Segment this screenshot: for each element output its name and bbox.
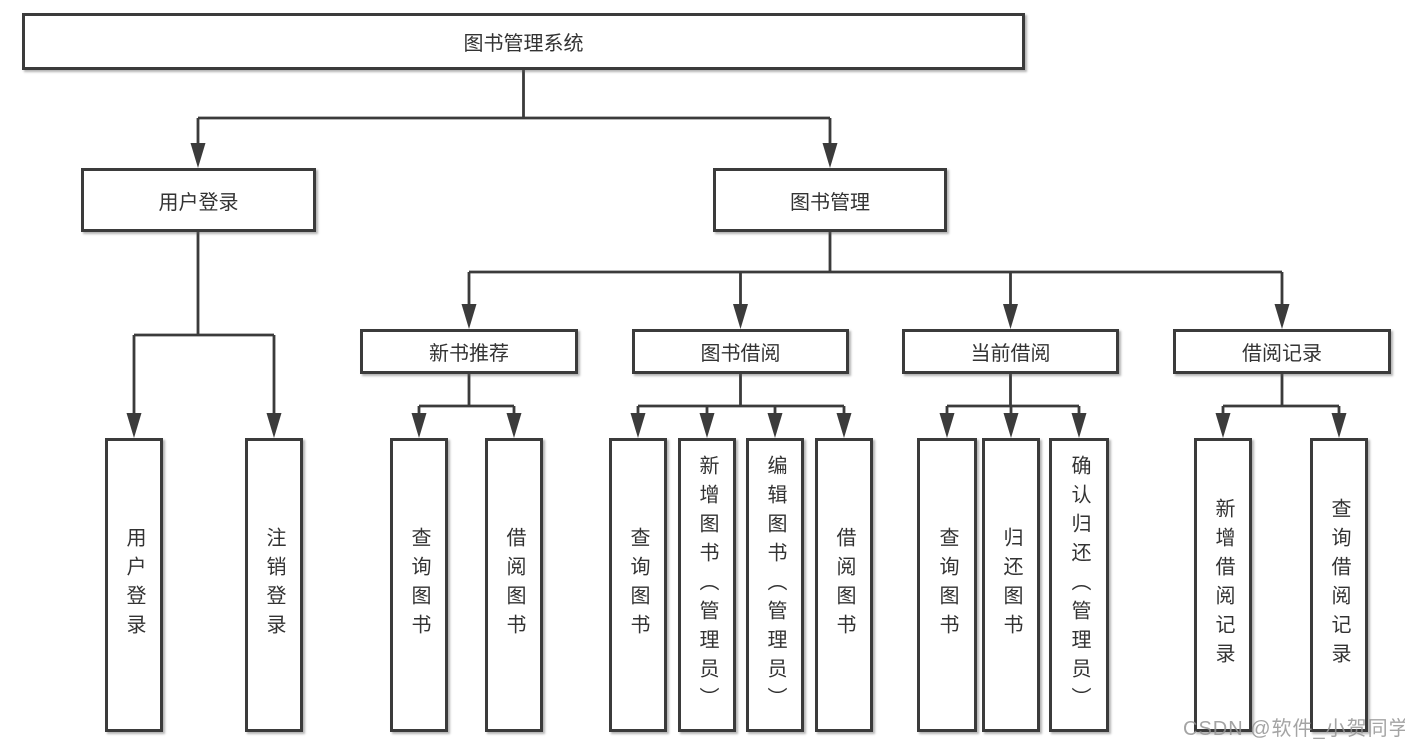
leaf-confirm-return-admin-label: 确认归还（管理员） bbox=[1068, 454, 1090, 716]
leaf-edit-book-admin-label: 编辑图书（管理员） bbox=[764, 454, 786, 716]
connector-bookborrow-to-leaves bbox=[630, 374, 852, 438]
node-book-borrow-label: 图书借阅 bbox=[700, 343, 781, 365]
leaf-add-book-admin: 新增图书（管理员） bbox=[678, 438, 736, 732]
arrowhead-icon bbox=[733, 304, 748, 329]
arrowhead-icon bbox=[1071, 413, 1087, 438]
node-user-login-label: 用户登录 bbox=[158, 191, 239, 214]
arrowhead-icon bbox=[411, 413, 427, 438]
arrowhead-icon bbox=[1003, 304, 1018, 329]
leaf-borrow-book-2: 借阅图书 bbox=[815, 438, 873, 732]
node-book-management-label: 图书管理 bbox=[790, 191, 870, 214]
leaf-query-book-1: 查询图书 bbox=[390, 438, 448, 732]
node-user-login: 用户登录 bbox=[81, 168, 316, 232]
arrowhead-icon bbox=[630, 413, 646, 438]
node-book-management: 图书管理 bbox=[713, 168, 947, 232]
arrowhead-icon bbox=[699, 413, 715, 438]
leaf-query-borrow-record-label: 查询借阅记录 bbox=[1328, 498, 1350, 672]
leaf-borrow-book-1-label: 借阅图书 bbox=[503, 527, 525, 643]
leaf-query-book-3: 查询图书 bbox=[917, 438, 977, 732]
node-borrow-record-label: 借阅记录 bbox=[1242, 343, 1322, 365]
node-book-borrow: 图书借阅 bbox=[632, 329, 849, 374]
arrowhead-icon bbox=[506, 413, 522, 438]
arrowhead-icon bbox=[939, 413, 955, 438]
leaf-user-login-label: 用户登录 bbox=[123, 527, 145, 643]
arrowhead-icon bbox=[1274, 304, 1290, 329]
leaf-query-book-2-label: 查询图书 bbox=[627, 527, 649, 643]
node-current-borrow-label: 当前借阅 bbox=[970, 343, 1051, 365]
leaf-borrow-book-2-label: 借阅图书 bbox=[833, 527, 855, 643]
node-new-book-recommend: 新书推荐 bbox=[360, 329, 578, 374]
csdn-watermark: CSDN @软件_小贺同学 bbox=[1183, 718, 1405, 740]
leaf-borrow-book-1: 借阅图书 bbox=[485, 438, 543, 732]
connector-userlogin-to-leaves bbox=[126, 232, 282, 438]
arrowhead-icon bbox=[1331, 413, 1347, 438]
leaf-query-borrow-record: 查询借阅记录 bbox=[1310, 438, 1368, 732]
node-borrow-record: 借阅记录 bbox=[1173, 329, 1391, 374]
arrowhead-icon bbox=[822, 143, 838, 168]
leaf-query-book-3-label: 查询图书 bbox=[936, 527, 958, 643]
arrowhead-icon bbox=[836, 413, 852, 438]
leaf-add-borrow-record-label: 新增借阅记录 bbox=[1212, 498, 1234, 672]
arrowhead-icon bbox=[767, 413, 783, 438]
connector-borrowrecord-to-leaves bbox=[1215, 374, 1347, 438]
leaf-return-book-label: 归还图书 bbox=[1000, 527, 1022, 643]
leaf-add-borrow-record: 新增借阅记录 bbox=[1194, 438, 1252, 732]
node-root-label: 图书管理系统 bbox=[463, 33, 584, 55]
connector-bookmgmt-to-level3 bbox=[461, 232, 1290, 329]
node-root: 图书管理系统 bbox=[22, 13, 1025, 70]
leaf-return-book: 归还图书 bbox=[982, 438, 1040, 732]
leaf-logout-label: 注销登录 bbox=[263, 527, 285, 643]
leaf-query-book-1-label: 查询图书 bbox=[408, 527, 430, 643]
connector-newbookrec-to-leaves bbox=[411, 374, 522, 438]
arrowhead-icon bbox=[1003, 413, 1019, 438]
arrowhead-icon bbox=[126, 413, 142, 438]
node-new-book-recommend-label: 新书推荐 bbox=[429, 343, 509, 365]
arrowhead-icon bbox=[1215, 413, 1231, 438]
leaf-edit-book-admin: 编辑图书（管理员） bbox=[746, 438, 804, 732]
leaf-logout: 注销登录 bbox=[245, 438, 303, 732]
leaf-user-login: 用户登录 bbox=[105, 438, 163, 732]
arrowhead-icon bbox=[461, 304, 477, 329]
leaf-query-book-2: 查询图书 bbox=[609, 438, 667, 732]
node-current-borrow: 当前借阅 bbox=[902, 329, 1119, 374]
connector-root-to-level2 bbox=[190, 70, 838, 168]
arrowhead-icon bbox=[190, 143, 206, 168]
leaf-confirm-return-admin: 确认归还（管理员） bbox=[1049, 438, 1109, 732]
arrowhead-icon bbox=[266, 413, 282, 438]
leaf-add-book-admin-label: 新增图书（管理员） bbox=[696, 454, 718, 716]
connector-currentborrow-to-leaves bbox=[939, 374, 1087, 438]
